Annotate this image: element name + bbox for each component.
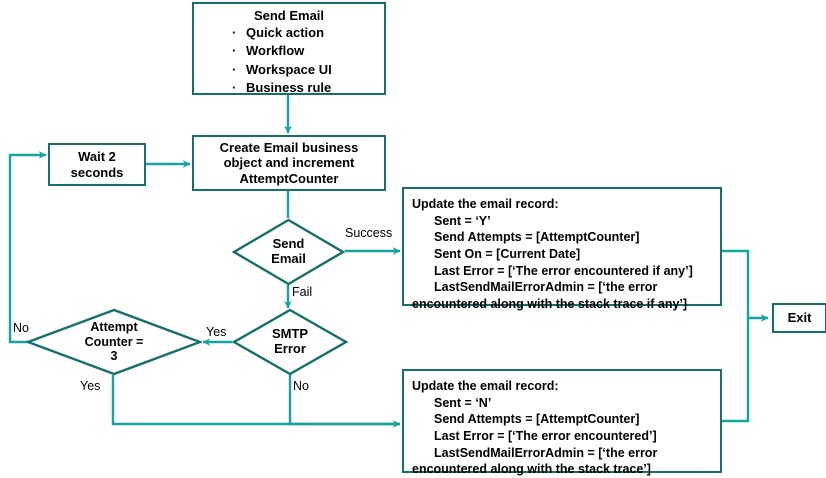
update-record-fail-node[interactable]: Update the email record: Sent = ‘N’ Send… (402, 369, 722, 476)
exit-node-label: Exit (787, 310, 812, 326)
wait-node-line2: seconds (70, 164, 124, 180)
update-success-line-admin-wrap: encountered along with the stack trace i… (412, 296, 688, 311)
update-success-heading: Update the email record: (412, 197, 559, 211)
attempt-counter-decision[interactable]: Attempt Counter = 3 (26, 308, 202, 376)
send-email-decision[interactable]: Send Email (232, 218, 345, 286)
edge-label-attempt-yes: Yes (79, 379, 102, 393)
update-fail-line-admin-wrap: encountered along with the stack trace’] (412, 462, 651, 477)
update-fail-line-last-error: Last Error = [‘The error encountered’] (434, 428, 657, 443)
start-list-item-workflow: Workflow (200, 42, 378, 61)
update-success-line-sent: Sent = ‘Y’ (434, 213, 491, 228)
wait-node[interactable]: Wait 2 seconds (48, 143, 146, 186)
start-list-item-quick-action: Quick action (200, 24, 378, 43)
update-success-line-last-error: Last Error = [‘The error encountered if … (434, 263, 693, 278)
update-success-line-admin: LastSendMailErrorAdmin = [‘the error (434, 280, 658, 295)
update-fail-heading: Update the email record: (412, 379, 559, 393)
update-fail-line-sent: Sent = ‘N’ (434, 395, 492, 410)
edge-label-fail: Fail (291, 285, 314, 299)
create-email-line1: Create Email business (219, 139, 359, 155)
edge-label-smtp-no: No (292, 379, 310, 393)
edge-label-success: Success (344, 226, 394, 240)
create-email-node[interactable]: Create Email business object and increme… (192, 135, 386, 191)
wire-attempt-no-to-wait (8, 151, 47, 344)
wait-node-line1: Wait 2 (78, 148, 116, 164)
start-node-trigger-list: Quick action Workflow Workspace UI Busin… (200, 24, 378, 98)
edge-label-attempt-no: No (12, 321, 30, 335)
wire-update-success-to-exit (722, 249, 769, 322)
create-email-line2: object and increment (223, 155, 355, 171)
wire-update-fail-to-exit (722, 318, 750, 423)
update-fail-line-attempts: Send Attempts = [AttemptCounter] (434, 412, 640, 427)
exit-node[interactable]: Exit (772, 303, 826, 333)
wire-attempt-yes-to-update (111, 375, 400, 426)
start-list-item-business-rule: Business rule (200, 79, 378, 98)
smtp-error-decision[interactable]: SMTP Error (232, 308, 348, 376)
create-email-line3: AttemptCounter (239, 170, 339, 186)
update-fail-line-admin: LastSendMailErrorAdmin = [‘the error (434, 445, 658, 460)
update-success-line-sent-on: Sent On = [Current Date] (434, 246, 581, 261)
start-node-title: Send Email (253, 8, 325, 23)
start-list-item-workspace-ui: Workspace UI (200, 61, 378, 80)
edge-label-smtp-yes: Yes (205, 325, 228, 339)
create-email-label: Create Email business object and increme… (220, 140, 359, 187)
update-record-success-node[interactable]: Update the email record: Sent = ‘Y’ Send… (402, 187, 722, 311)
update-success-line-attempts: Send Attempts = [AttemptCounter] (434, 230, 640, 245)
wait-node-label: Wait 2 seconds (71, 149, 124, 180)
start-node-send-email[interactable]: Send Email Quick action Workflow Workspa… (192, 2, 386, 98)
